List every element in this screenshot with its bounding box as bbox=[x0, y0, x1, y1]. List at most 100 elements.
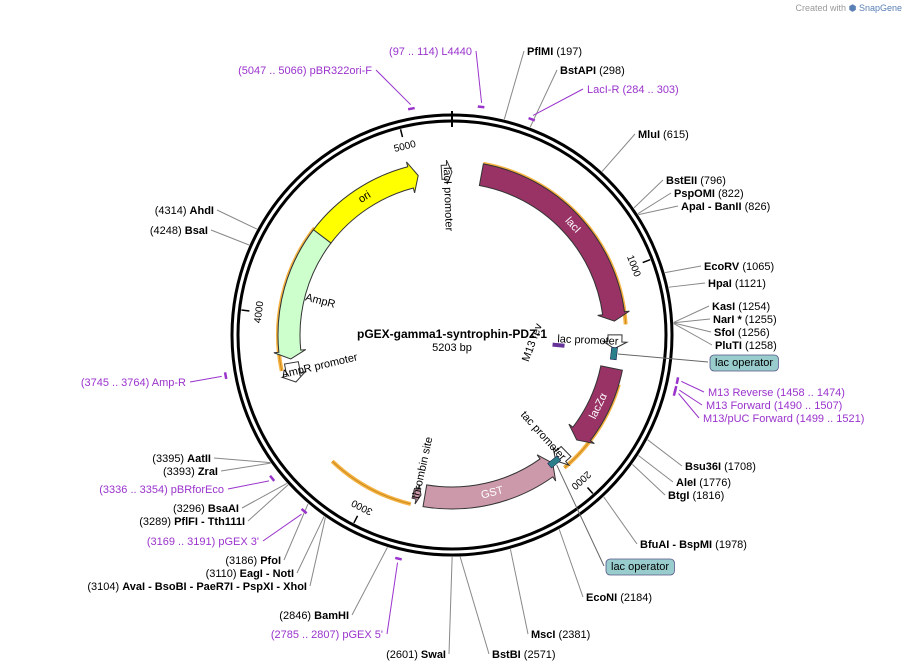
enzyme-leader bbox=[637, 192, 672, 215]
primer-leader bbox=[189, 375, 222, 383]
tick-mark bbox=[399, 129, 404, 138]
tick-mark bbox=[586, 487, 594, 494]
primer-label: M13/pUC Forward (1499 .. 1521) bbox=[703, 413, 864, 425]
enzyme-leader bbox=[459, 556, 490, 655]
watermark-prefix: Created with bbox=[795, 3, 847, 13]
enzyme-bstapi: BstAPI (298) bbox=[560, 65, 625, 77]
primer-leader bbox=[681, 380, 705, 393]
enzyme-ahdi: (4314) AhdI bbox=[155, 205, 214, 217]
enzyme-leader bbox=[351, 547, 388, 616]
operator-label: lac operator bbox=[715, 357, 773, 369]
primer-mark bbox=[675, 377, 680, 385]
enzyme-leader bbox=[603, 496, 638, 545]
enzyme-bamhi: (2846) BamHI bbox=[279, 610, 349, 622]
enzyme-leader bbox=[509, 549, 529, 635]
enzyme-leader bbox=[638, 455, 674, 483]
primer-leader bbox=[227, 480, 270, 490]
primer-mark bbox=[223, 372, 228, 380]
enzyme-pfoi: (3186) PfoI bbox=[225, 555, 281, 567]
enzyme-leader bbox=[664, 265, 702, 274]
tick-label: 1000 bbox=[624, 254, 642, 279]
enzyme-hpai: HpaI (1121) bbox=[708, 278, 766, 290]
enzyme-bsai: (4248) BsaI bbox=[150, 225, 208, 237]
primer-label: LacI-R (284 .. 303) bbox=[587, 84, 679, 96]
enzyme-alei: AleI (1776) bbox=[676, 477, 731, 489]
primer-leader bbox=[375, 69, 412, 106]
enzyme-econi: EcoNI (2184) bbox=[586, 592, 652, 604]
primer-mark bbox=[394, 556, 403, 561]
tick-label: 5000 bbox=[393, 139, 418, 155]
primer-mark bbox=[528, 116, 536, 122]
enzyme-kasi: KasI (1254) bbox=[712, 301, 770, 313]
enzyme-leader bbox=[216, 209, 258, 230]
leader-lines-group bbox=[189, 50, 713, 655]
enzyme-leader bbox=[529, 69, 558, 128]
feature-gst bbox=[422, 454, 557, 510]
primer-label: (2785 .. 2807) pGEX 5' bbox=[271, 629, 383, 641]
snapgene-logo-icon: ⬢ bbox=[848, 3, 857, 13]
operator-badge bbox=[709, 354, 779, 372]
enzyme-leader bbox=[673, 322, 712, 333]
enzyme-leader bbox=[638, 205, 679, 216]
enzyme-pflmi: PflMI (197) bbox=[527, 46, 582, 58]
feature-label-ampr: AmpR bbox=[304, 292, 337, 311]
enzyme-avai-bsobi-paer7i-pspxi-xhoi: (3104) AvaI - BsoBI - PaeR7I - PspXI - X… bbox=[87, 581, 307, 593]
primer-leader bbox=[678, 393, 700, 419]
enzyme-bstbi: BstBI (2571) bbox=[492, 649, 556, 661]
enzyme-msci: MscI (2381) bbox=[531, 629, 590, 641]
enzyme-zrai: (3393) ZraI bbox=[163, 466, 218, 478]
labels-group: PflMI (197)BstAPI (298)MluI (615)BstEII … bbox=[81, 46, 865, 661]
primer-mark bbox=[269, 474, 276, 482]
enzyme-leader bbox=[673, 318, 711, 324]
enzyme-pspomi: PspOMI (822) bbox=[674, 188, 744, 200]
enzyme-bsaai: (3296) BsaAI bbox=[173, 503, 239, 515]
feature-laci-promoter bbox=[440, 159, 453, 185]
enzyme-leader bbox=[283, 503, 309, 561]
enzyme-leader bbox=[673, 323, 713, 346]
primer-leader bbox=[532, 88, 584, 116]
enzyme-btgi: BtgI (1816) bbox=[668, 490, 724, 502]
enzyme-leader bbox=[309, 517, 326, 587]
primer-mark bbox=[477, 105, 485, 109]
primer-label: (97 .. 114) L4440 bbox=[389, 46, 472, 58]
primer-label: (5047 .. 5066) pBR322ori-F bbox=[238, 65, 372, 77]
enzyme-eagi-noti: (3110) EagI - NotI bbox=[206, 568, 294, 580]
enzyme-leader bbox=[503, 50, 525, 120]
primer-label: M13 Reverse (1458 .. 1474) bbox=[708, 387, 845, 399]
enzyme-bfuai-bspmi: BfuAI - BspMI (1978) bbox=[640, 539, 747, 551]
primer-label: (3169 .. 3191) pGEX 3' bbox=[147, 536, 259, 548]
enzyme-mlui: MluI (615) bbox=[638, 129, 689, 141]
tick-mark bbox=[241, 309, 250, 312]
feature-thrombin-site bbox=[411, 484, 422, 505]
feature-ampr-promoter bbox=[280, 361, 307, 383]
tick-mark bbox=[353, 515, 359, 524]
enzyme-ecorv: EcoRV (1065) bbox=[704, 261, 774, 273]
enzyme-leader bbox=[633, 179, 664, 209]
watermark-brand: SnapGene bbox=[858, 3, 902, 13]
enzyme-leader bbox=[296, 516, 325, 574]
enzyme-leader bbox=[601, 133, 636, 172]
enzyme-swai: (2601) SwaI bbox=[386, 649, 446, 661]
operator-leader bbox=[556, 464, 605, 567]
enzyme-pluti: PluTI (1258) bbox=[715, 340, 777, 352]
feature-label-ori: ori bbox=[356, 189, 373, 206]
orange-arc-edge bbox=[331, 460, 411, 505]
feature-laci bbox=[478, 163, 630, 322]
feature-lac-promoter bbox=[601, 334, 629, 350]
enzyme-apai-banii: ApaI - BanII (826) bbox=[681, 201, 770, 213]
m13-rev-arrow bbox=[552, 342, 565, 348]
feature-ampr bbox=[273, 229, 332, 360]
enzyme-leader bbox=[448, 556, 453, 655]
feature-label-tac-promoter: tac promoter bbox=[518, 409, 568, 463]
snapgene-watermark: Created with ⬢ SnapGene bbox=[796, 3, 902, 14]
enzyme-leader bbox=[210, 229, 250, 246]
enzyme-leader bbox=[247, 484, 289, 522]
tick-label: 3000 bbox=[349, 497, 374, 517]
enzyme-leader bbox=[241, 482, 288, 509]
primer-mark bbox=[300, 508, 308, 515]
operator-label: lac operator bbox=[611, 561, 669, 573]
operator-leader bbox=[617, 353, 709, 363]
tick-label: 4000 bbox=[253, 300, 267, 324]
